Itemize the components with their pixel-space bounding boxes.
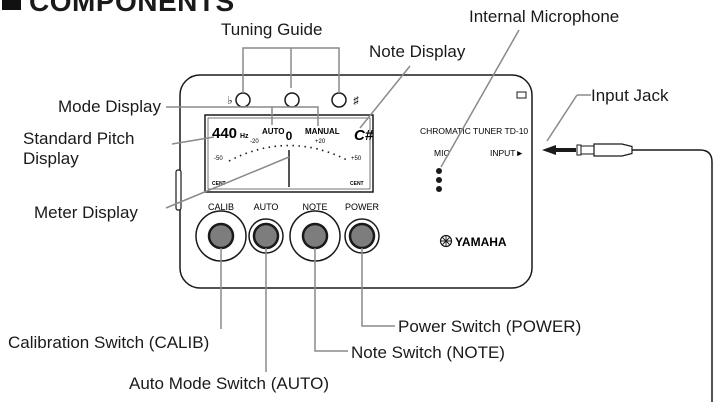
lcd-auto: AUTO <box>262 127 285 136</box>
side-clip <box>175 169 182 211</box>
leader-meter-display <box>165 156 290 209</box>
plug-tip <box>576 144 582 156</box>
label-input-jack: Input Jack <box>591 86 669 105</box>
mic-hole-2 <box>436 177 442 183</box>
label-tuning-guide: Tuning Guide <box>221 20 323 39</box>
power-button[interactable] <box>344 218 380 254</box>
section-title: COMPONENTS <box>2 0 235 18</box>
label-note-switch: Note Switch (NOTE) <box>351 343 505 362</box>
leader-note <box>314 248 348 352</box>
label-calibration-switch: Calibration Switch (CALIB) <box>8 333 210 352</box>
title-square-icon <box>2 0 21 10</box>
leader-internal-microphone <box>440 29 520 168</box>
model-text: CHROMATIC TUNER TD-10 <box>420 126 528 136</box>
input-arrow-icon <box>542 145 556 155</box>
calib-label: CALIB <box>208 202 234 212</box>
sharp-symbol: ♯ <box>353 95 359 107</box>
lcd-minus20: -20 <box>250 139 259 145</box>
lcd-plus20: +20 <box>315 139 326 145</box>
sharp-led <box>331 92 347 108</box>
label-meter-display: Meter Display <box>34 203 138 222</box>
lcd-cent-right: CENT <box>350 181 364 187</box>
lcd-plus50: +50 <box>351 156 362 162</box>
yamaha-logo-icon <box>439 234 453 248</box>
center-led <box>284 92 300 108</box>
label-mode-display: Mode Display <box>58 97 161 116</box>
leader-note-display <box>359 65 411 129</box>
lcd-pitch-value: 440 <box>212 125 237 142</box>
lcd-zero: 0 <box>286 129 293 143</box>
power-label: POWER <box>345 202 380 212</box>
input-label: INPUT► <box>490 148 524 158</box>
plug-body <box>593 143 633 157</box>
leader-mode-display <box>166 106 319 126</box>
label-internal-microphone: Internal Microphone <box>469 7 620 26</box>
lcd-pitch-unit: Hz <box>240 133 249 140</box>
yamaha-logo-forks <box>441 236 451 246</box>
label-standard-pitch-display: Standard Pitch Display <box>23 129 135 168</box>
lcd-cent-left: CENT <box>212 181 226 187</box>
brand-text: YAMAHA <box>455 235 507 249</box>
flat-led <box>235 92 251 108</box>
mic-label: MIC <box>434 148 450 158</box>
flat-symbol: ♭ <box>227 95 232 107</box>
leader-input-jack <box>546 94 578 142</box>
leader-standard-pitch <box>171 136 215 145</box>
input-arrow-shaft <box>556 148 576 152</box>
label-power-switch: Power Switch (POWER) <box>398 317 582 336</box>
label-note-display: Note Display <box>369 42 466 61</box>
lcd-minus50: -50 <box>214 156 223 162</box>
lcd-manual: MANUAL <box>305 127 340 136</box>
battery-indicator <box>516 91 527 99</box>
input-cable <box>632 149 713 402</box>
label-auto-mode-switch: Auto Mode Switch (AUTO) <box>129 374 329 393</box>
leader-lines <box>165 29 591 372</box>
plug-sleeve <box>580 145 595 155</box>
calib-button[interactable] <box>195 210 247 262</box>
leader-power <box>361 248 395 327</box>
mic-hole-3 <box>436 186 442 192</box>
title-text: COMPONENTS <box>29 0 235 17</box>
mic-hole-1 <box>436 168 442 174</box>
auto-button[interactable] <box>248 218 284 254</box>
note-label: NOTE <box>302 202 327 212</box>
auto-label: AUTO <box>254 202 279 212</box>
lcd-note: C# <box>354 127 374 144</box>
